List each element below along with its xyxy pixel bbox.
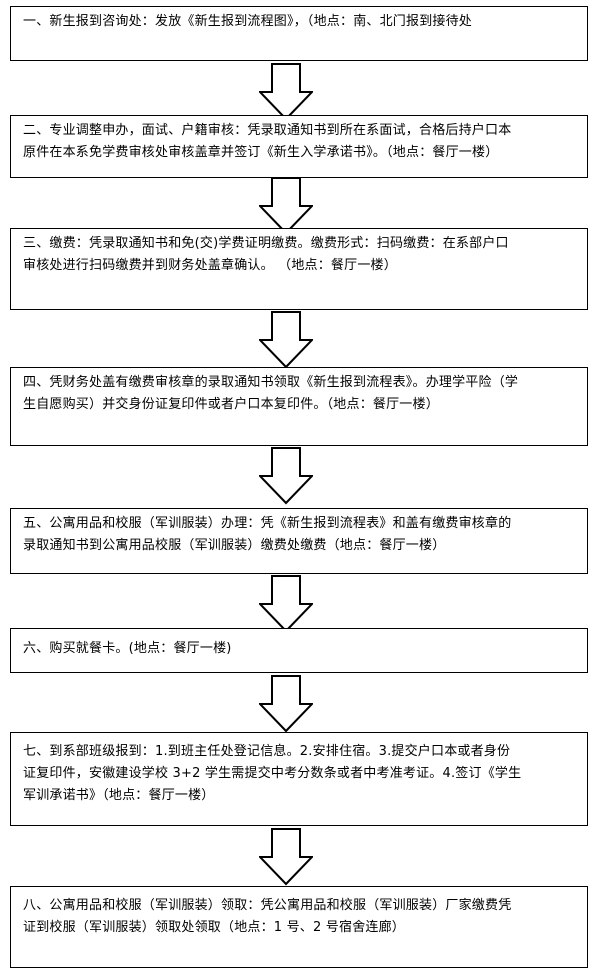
step-5-box: 五、公寓用品和校服（军训服装）办理：凭《新生报到流程表》和盖有缴费审核章的 录取… [10, 508, 588, 574]
down-arrow-icon [259, 63, 313, 121]
down-arrow-icon [259, 447, 313, 505]
step-4-box: 四、凭财务处盖有缴费审核章的录取通知书领取《新生报到流程表》。办理学平险（学 生… [10, 367, 588, 446]
step-7-box: 七、到系部班级报到：1.到班主任处登记信息。2.安排住宿。3.提交户口本或者身份… [10, 732, 588, 826]
step-6-box: 六、购买就餐卡。(地点：餐厅一楼) [10, 628, 588, 673]
step-8-box: 八、公寓用品和校服（军训服装）领取：凭公寓用品和校服（军训服装）厂家缴费凭 证到… [10, 886, 588, 968]
down-arrow-icon [259, 675, 313, 733]
down-arrow-icon [259, 575, 313, 633]
step-3-box: 三、缴费：凭录取通知书和免(交)学费证明缴费。缴费形式：扫码缴费：在系部户口 审… [10, 228, 588, 310]
step-1-box: 一、新生报到咨询处：发放《新生报到流程图》，（地点：南、北门报到接待处 [10, 6, 588, 61]
down-arrow-icon [259, 311, 313, 369]
down-arrow-icon [259, 828, 313, 886]
down-arrow-icon [259, 177, 313, 235]
step-2-box: 二、专业调整申办，面试、户籍审核：凭录取通知书到所在系面试，合格后持户口本 原件… [10, 115, 588, 178]
